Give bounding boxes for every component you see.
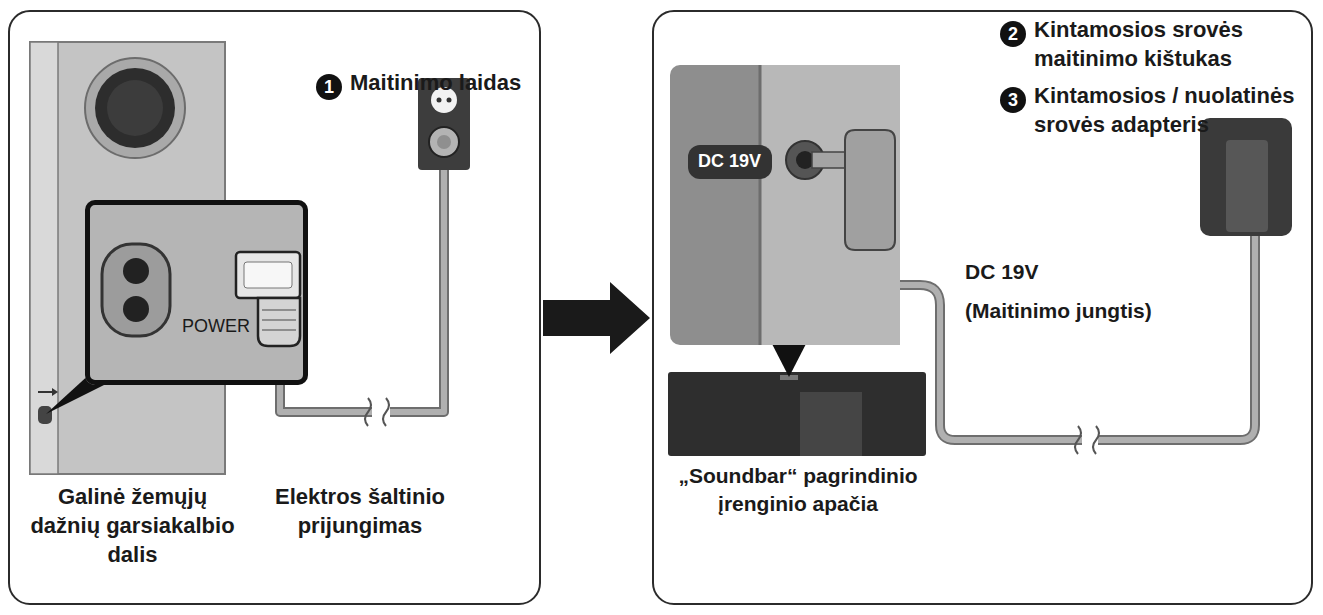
dc-cable bbox=[870, 236, 1255, 454]
soundbar-illustration bbox=[668, 340, 926, 456]
callout-number: 1 bbox=[316, 74, 342, 100]
port-tag: DC 19V bbox=[688, 145, 772, 179]
port-label: POWER bbox=[182, 315, 292, 339]
caption-text: „Soundbar“ pagrindinio įrenginio apačia bbox=[658, 462, 938, 517]
part-label: Maitinimo laidas bbox=[350, 68, 550, 97]
power-socket-zoom bbox=[46, 200, 308, 414]
ac-dc-adapter bbox=[1200, 118, 1292, 236]
zoom-callout: POWER bbox=[85, 200, 308, 385]
callout-number: 2 bbox=[1000, 21, 1026, 47]
part-label: DC 19V bbox=[965, 258, 1115, 286]
callout-number: 3 bbox=[1000, 87, 1026, 113]
panel: Galinė žemųjų dažnių garsiakalbio dalis E… bbox=[8, 10, 541, 605]
part-label: Kintamosios srovės maitinimo kištukas bbox=[1034, 15, 1264, 73]
dc-port-zoom bbox=[670, 65, 900, 345]
port-label: DC 19V bbox=[698, 150, 761, 174]
caption-text: Elektros šaltinio prijungimas bbox=[255, 482, 465, 540]
flow-arrow bbox=[543, 282, 650, 354]
part-label: (Maitinimo jungtis) bbox=[965, 297, 1185, 325]
part-label: Kintamosios / nuolatinės srovės adapteri… bbox=[1034, 81, 1314, 139]
caption-text: Galinė žemųjų dažnių garsiakalbio dalis bbox=[25, 482, 240, 569]
